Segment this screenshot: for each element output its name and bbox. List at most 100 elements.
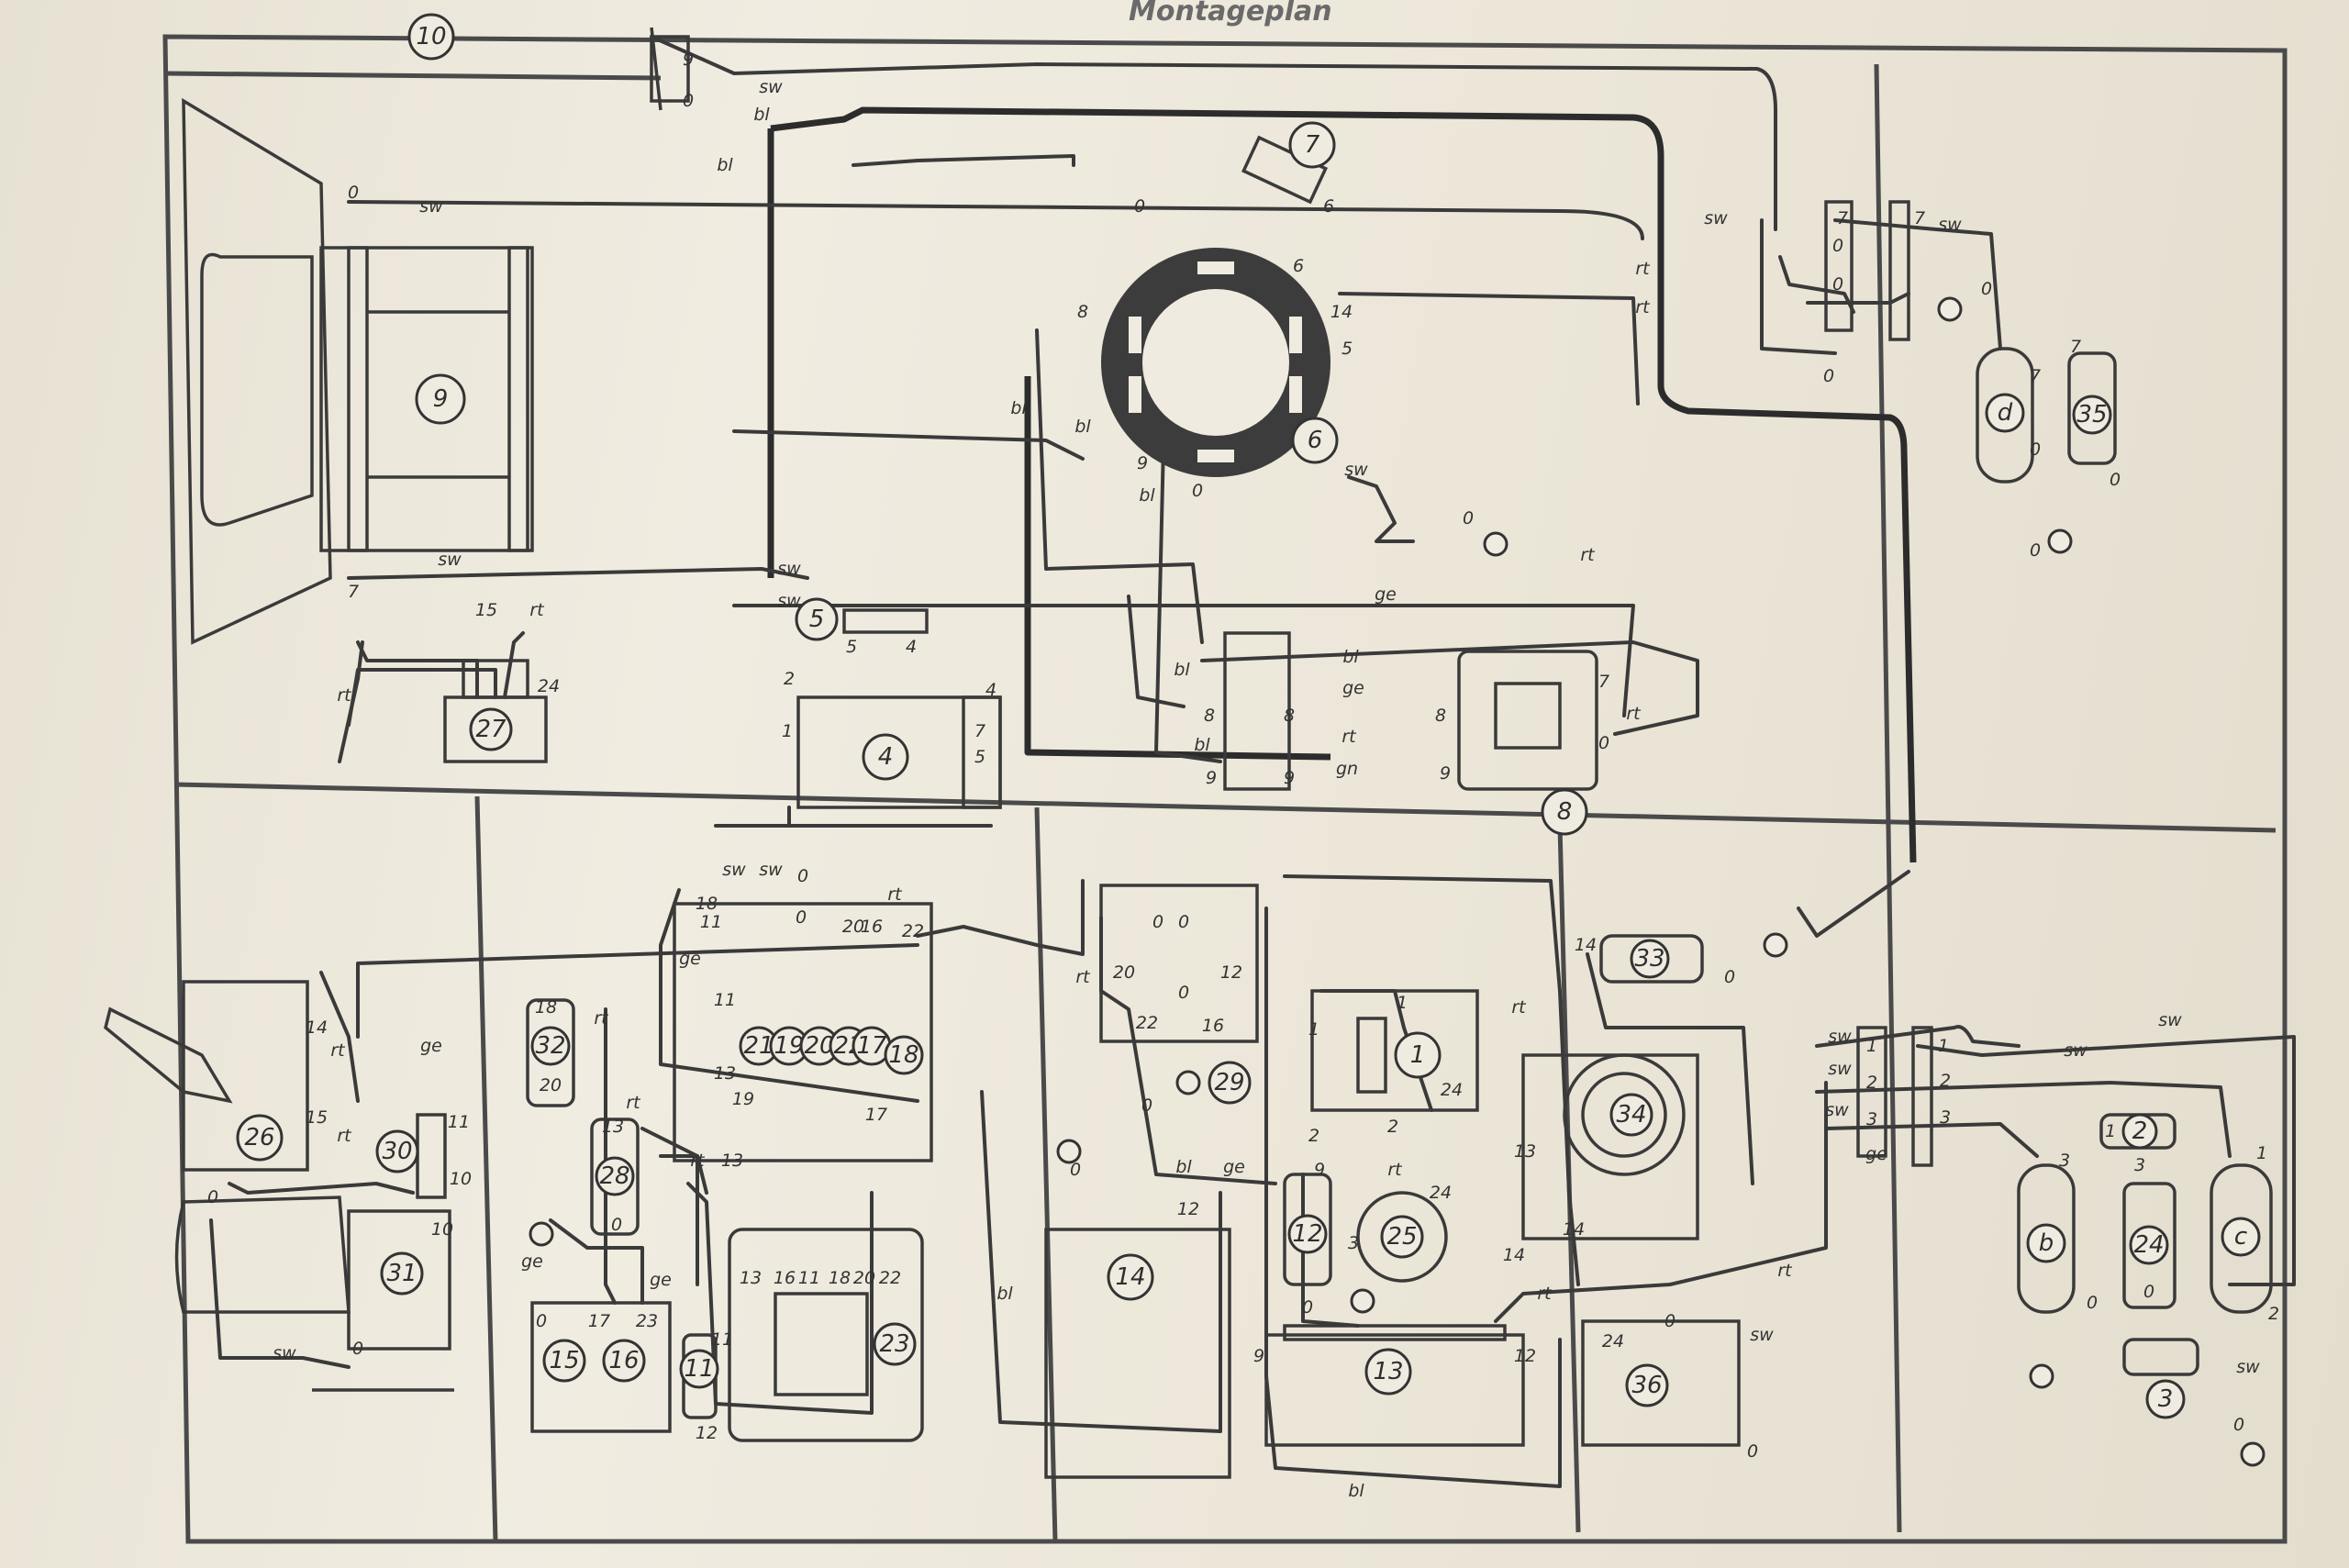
svg-text:32: 32 [535, 1032, 565, 1060]
svg-text:6: 6 [1293, 256, 1304, 276]
svg-text:rt: rt [690, 1151, 706, 1171]
svg-text:0: 0 [2030, 540, 2041, 561]
component-1: 1 [1310, 989, 1479, 1112]
svg-text:8: 8 [1284, 706, 1295, 726]
svg-text:24: 24 [1430, 1183, 1452, 1203]
svg-text:rt: rt [1537, 1284, 1553, 1304]
svg-text:0: 0 [611, 1215, 622, 1235]
svg-text:11: 11 [684, 1355, 714, 1383]
svg-text:13: 13 [721, 1151, 743, 1171]
svg-text:rt: rt [337, 685, 352, 706]
svg-text:8: 8 [1435, 706, 1446, 726]
svg-text:13: 13 [1373, 1358, 1403, 1385]
svg-text:25: 25 [1386, 1223, 1417, 1251]
svg-text:0: 0 [1192, 481, 1203, 501]
svg-text:rt: rt [1075, 967, 1091, 987]
svg-text:18: 18 [535, 997, 557, 1018]
svg-text:18: 18 [696, 894, 718, 914]
svg-text:8: 8 [1557, 798, 1573, 826]
component-3: 3 [2122, 1338, 2199, 1419]
svg-text:7: 7 [1837, 208, 1848, 228]
svg-text:4: 4 [985, 680, 996, 700]
svg-text:2: 2 [784, 669, 795, 689]
svg-text:13: 13 [740, 1268, 762, 1288]
svg-text:0: 0 [1664, 1311, 1675, 1331]
svg-text:rt: rt [594, 1008, 609, 1029]
svg-text:2: 2 [1940, 1071, 1951, 1091]
svg-text:ge: ge [1223, 1157, 1245, 1177]
svg-text:6: 6 [1323, 196, 1334, 217]
svg-text:14: 14 [1330, 302, 1353, 322]
svg-text:sw: sw [2158, 1010, 2182, 1030]
svg-text:0: 0 [2110, 470, 2121, 490]
svg-text:bl: bl [1074, 417, 1091, 437]
svg-text:0: 0 [683, 91, 694, 111]
component-23: 23 [728, 1228, 924, 1442]
svg-text:0: 0 [1302, 1297, 1313, 1318]
svg-text:sw: sw [1750, 1325, 1774, 1345]
svg-text:7: 7 [1305, 131, 1320, 159]
svg-text:gn: gn [1336, 759, 1358, 779]
svg-text:sw: sw [1825, 1100, 1849, 1120]
svg-text:bl: bl [1010, 398, 1027, 418]
svg-text:bl: bl [717, 155, 733, 175]
svg-text:ge: ge [679, 949, 701, 969]
svg-text:rt: rt [1341, 727, 1357, 747]
svg-text:12: 12 [696, 1423, 718, 1443]
svg-text:22: 22 [879, 1268, 901, 1288]
diagram-title: Montageplan [1129, 0, 1332, 28]
svg-text:sw: sw [759, 77, 783, 97]
svg-text:18: 18 [829, 1268, 851, 1288]
svg-text:sw: sw [777, 591, 801, 611]
svg-text:17: 17 [856, 1032, 887, 1060]
svg-text:ge: ge [521, 1251, 543, 1272]
svg-text:3: 3 [2134, 1155, 2145, 1175]
component-33: 33 [1599, 934, 1704, 984]
svg-text:0: 0 [1178, 983, 1189, 1003]
component-d: d [1976, 347, 2034, 484]
svg-text:36: 36 [1631, 1372, 1662, 1399]
component-24: 24 [2122, 1182, 2176, 1309]
svg-text:sw: sw [1828, 1059, 1852, 1079]
svg-text:ge: ge [1865, 1144, 1887, 1164]
svg-text:sw: sw [2236, 1357, 2260, 1377]
svg-text:13: 13 [602, 1117, 624, 1137]
svg-text:sw: sw [1938, 215, 1962, 235]
svg-text:rt: rt [626, 1093, 641, 1113]
terminal-strip-bottom-right [1856, 1026, 1933, 1167]
svg-text:20: 20 [540, 1075, 562, 1095]
svg-text:sw: sw [722, 860, 746, 880]
svg-text:11: 11 [448, 1112, 470, 1132]
component-5: 5 [795, 597, 929, 641]
svg-text:bl: bl [1175, 1157, 1192, 1177]
svg-text:14: 14 [1563, 1219, 1585, 1240]
svg-text:bl: bl [753, 105, 770, 125]
svg-text:1: 1 [1397, 993, 1408, 1013]
svg-text:7: 7 [1598, 672, 1609, 692]
component-26: 26 [104, 980, 309, 1172]
component-15-16: 15 16 [530, 1301, 672, 1433]
svg-text:9: 9 [1137, 453, 1148, 473]
svg-text:3: 3 [2059, 1151, 2070, 1171]
component-14: 14 [1044, 1228, 1231, 1479]
svg-text:sw: sw [777, 559, 801, 579]
svg-text:rt: rt [887, 884, 903, 905]
svg-text:16: 16 [861, 917, 883, 937]
svg-text:3: 3 [1866, 1109, 1877, 1129]
svg-text:0: 0 [2030, 439, 2041, 460]
svg-text:rt: rt [1387, 1160, 1403, 1180]
svg-text:5: 5 [846, 637, 857, 657]
svg-text:9: 9 [1284, 768, 1295, 788]
svg-text:bl: bl [1194, 735, 1210, 755]
svg-text:sw: sw [759, 860, 783, 880]
svg-text:1: 1 [782, 721, 793, 741]
svg-text:b: b [2039, 1229, 2054, 1257]
svg-text:6: 6 [1308, 427, 1323, 454]
lamp-symbols [529, 296, 2266, 1467]
svg-text:8: 8 [1077, 302, 1088, 322]
svg-text:19: 19 [732, 1089, 754, 1109]
svg-text:14: 14 [1575, 935, 1597, 955]
svg-text:0: 0 [1598, 733, 1609, 753]
svg-text:0: 0 [1463, 508, 1474, 528]
